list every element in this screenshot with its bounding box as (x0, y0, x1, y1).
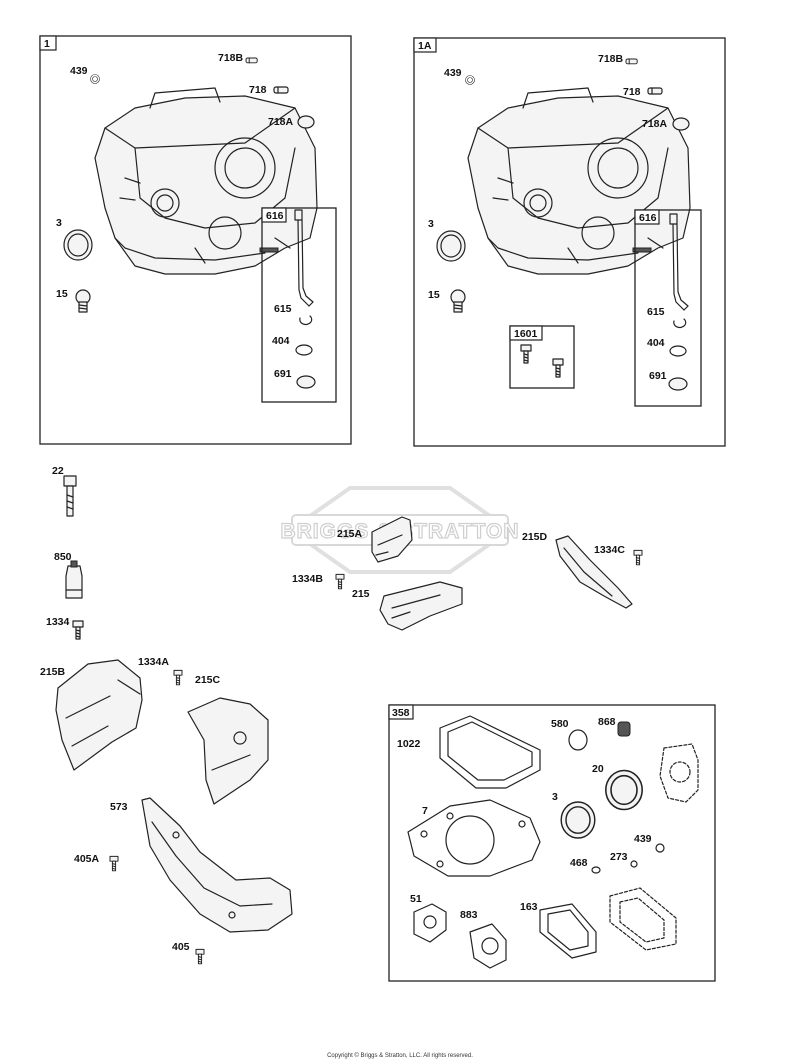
callout-215: 215 (352, 588, 370, 600)
callout-22: 22 (52, 465, 64, 477)
callout-215D: 215D (522, 531, 548, 543)
callout-468: 468 (570, 857, 588, 869)
callout-439-1a: 439 (444, 67, 462, 79)
callout-580: 580 (551, 718, 569, 730)
callout-215B: 215B (40, 666, 66, 678)
callout-573: 573 (110, 801, 128, 813)
callout-718B: 718B (218, 52, 244, 64)
callout-15-1a: 15 (428, 289, 440, 301)
callout-718-1a: 718 (623, 86, 641, 98)
callout-404: 404 (272, 335, 290, 347)
callout-718A: 718A (268, 116, 294, 128)
assembly-box-1a: 1A 439 718B 718 718A 3 15 1601 616 615 4… (413, 37, 726, 447)
callout-1022: 1022 (397, 738, 421, 750)
callout-718A-1a: 718A (642, 118, 668, 130)
callout-1334A: 1334A (138, 656, 169, 668)
callout-718: 718 (249, 84, 267, 96)
callout-15: 15 (56, 288, 68, 300)
callout-615: 615 (274, 303, 292, 315)
short-block-1a (467, 87, 691, 275)
box-label-358: 358 (392, 707, 410, 719)
callout-718B-1a: 718B (598, 53, 624, 65)
callout-7: 7 (422, 805, 428, 817)
callout-273: 273 (610, 851, 628, 863)
callout-883: 883 (460, 909, 478, 921)
oil-seal-1a (436, 230, 466, 262)
callout-691: 691 (274, 368, 292, 380)
box-label-1: 1 (44, 38, 50, 50)
callout-20: 20 (592, 763, 604, 775)
callout-439: 439 (70, 65, 88, 77)
callout-163: 163 (520, 901, 538, 913)
box-label-1601: 1601 (514, 328, 538, 340)
assembly-box-1: 1 439 718B 718 718A 3 15 616 615 404 691 (39, 35, 352, 445)
callout-404-1a: 404 (647, 337, 665, 349)
box-label-616-1a: 616 (639, 212, 657, 224)
callout-1334B: 1334B (292, 573, 323, 585)
callout-1334: 1334 (46, 616, 70, 628)
callout-3: 3 (56, 217, 62, 229)
copyright-notice: Copyright © Briggs & Stratton, LLC. All … (327, 1053, 473, 1059)
box-label-1a: 1A (418, 40, 432, 52)
callout-3-358: 3 (552, 791, 558, 803)
callout-3-1a: 3 (428, 218, 434, 230)
callout-405: 405 (172, 941, 190, 953)
callout-615-1a: 615 (647, 306, 665, 318)
loose-parts: 22 850 1334 215A 1334B 215 215D 1334C 21… (40, 465, 643, 965)
callout-439-358: 439 (634, 833, 652, 845)
assembly-box-358: 358 1022 580 868 20 7 3 439 468 273 51 8… (388, 704, 716, 982)
callout-215C: 215C (195, 674, 221, 686)
box-label-616: 616 (266, 210, 284, 222)
callout-691-1a: 691 (649, 370, 667, 382)
callout-868: 868 (598, 716, 616, 728)
callout-51: 51 (410, 893, 422, 905)
callout-850: 850 (54, 551, 72, 563)
callout-215A: 215A (337, 528, 363, 540)
oil-seal (63, 229, 93, 261)
callout-1334C: 1334C (594, 544, 625, 556)
callout-405A: 405A (74, 853, 100, 865)
